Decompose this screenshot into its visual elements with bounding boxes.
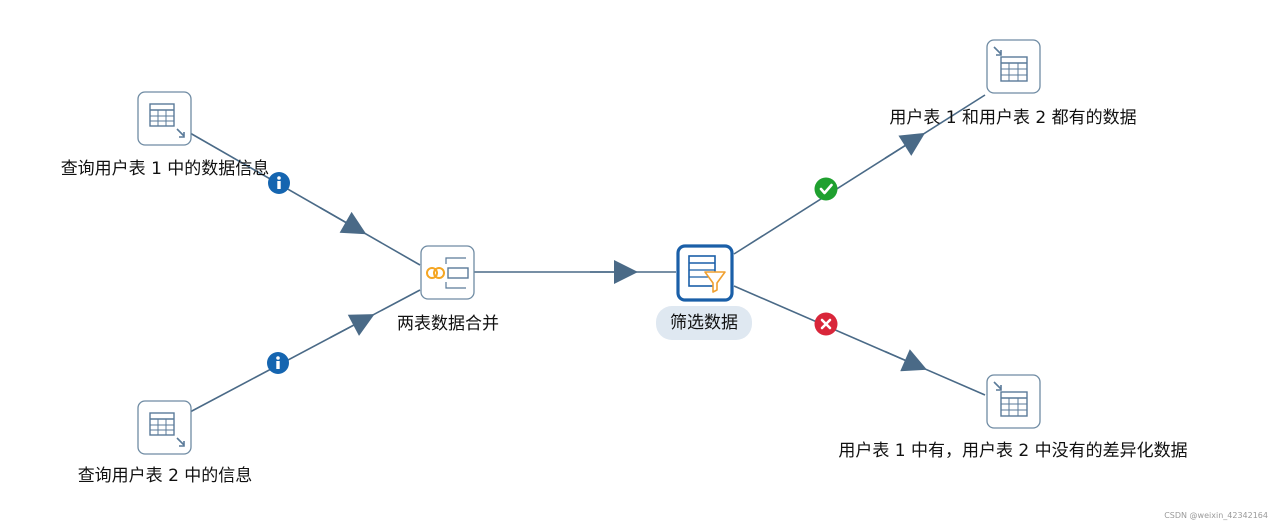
step-query-user-table-2[interactable] [137,400,192,455]
hop-filter-out-both[interactable] [733,94,986,255]
label-filter-rows: 筛选数据 [656,306,752,340]
step-output-diff[interactable] [986,374,1041,429]
filter-rows-icon [688,255,726,293]
label-query-user-table-1: 查询用户表 1 中的数据信息 [60,159,270,179]
table-output-icon [993,46,1028,82]
step-filter-rows[interactable] [676,244,734,302]
hop-query1-merge[interactable] [189,132,421,266]
label-query-user-table-2: 查询用户表 2 中的信息 [77,466,253,486]
true-badge-icon [814,177,838,201]
watermark: CSDN @weixin_42342164 [1164,511,1268,520]
label-merge-join: 两表数据合并 [397,314,499,334]
table-input-icon [149,412,185,447]
step-merge-join[interactable] [420,245,475,300]
hop-filter-out-diff[interactable] [733,285,986,396]
step-output-both-tables[interactable] [986,39,1041,94]
false-badge-icon [814,312,838,336]
table-output-icon [993,381,1028,417]
label-output-diff: 用户表 1 中有，用户表 2 中没有的差异化数据 [838,441,1188,461]
info-badge-icon [268,172,290,194]
info-badge-icon [267,352,289,374]
step-query-user-table-1[interactable] [137,91,192,146]
merge-join-icon [426,257,469,289]
hop-query2-merge[interactable] [189,289,421,413]
label-output-both-tables: 用户表 1 和用户表 2 都有的数据 [889,108,1137,128]
table-input-icon [149,103,185,138]
